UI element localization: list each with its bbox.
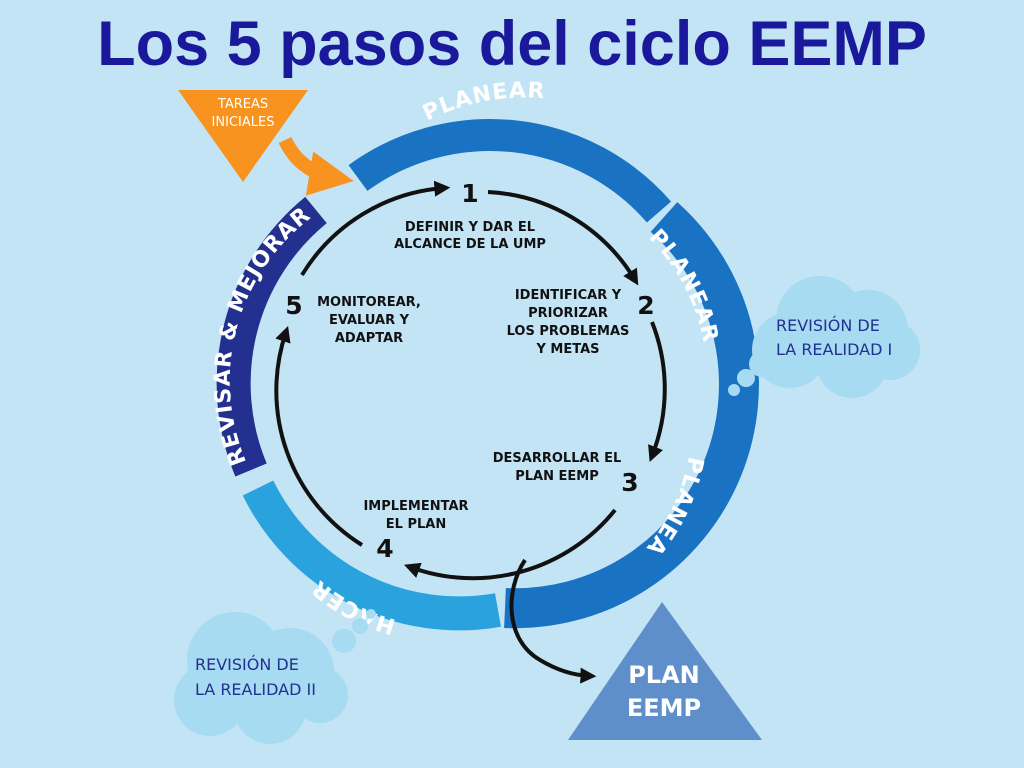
step-1-line1: DEFINIR Y DAR EL — [405, 220, 535, 235]
cloud-2-line1: REVISIÓN DE — [195, 655, 299, 674]
step-2-line1: IDENTIFICAR Y — [515, 288, 622, 303]
revisar-band — [216, 196, 327, 477]
step-2-line2: PRIORIZAR — [528, 306, 608, 321]
planear-band-right — [504, 202, 759, 629]
step-2-line4: Y METAS — [535, 342, 599, 357]
tareas-iniciales-triangle — [178, 90, 308, 182]
arrow-1-to-2 — [487, 190, 639, 286]
plan-line1: PLAN — [628, 661, 700, 689]
revision-realidad-2-cloud — [174, 609, 376, 744]
step-3-number: 3 — [621, 468, 638, 497]
planear-band-top — [348, 119, 672, 223]
plan-line2: EEMP — [627, 694, 701, 722]
tareas-line2: INICIALES — [212, 115, 275, 130]
step-5-line1: MONITOREAR, — [317, 295, 421, 310]
step-4-line1: IMPLEMENTAR — [363, 499, 468, 514]
arrow-to-plan — [509, 558, 597, 684]
step-2-number: 2 — [637, 291, 654, 320]
step-5-line3: ADAPTAR — [335, 331, 403, 346]
arrow-5-to-1 — [300, 180, 451, 277]
step-4-number: 4 — [376, 534, 393, 563]
step-2-line3: LOS PROBLEMAS — [507, 324, 630, 339]
cloud-2-line2: LA REALIDAD II — [195, 680, 316, 699]
arrow-4-to-5 — [274, 325, 364, 547]
step-5-line2: EVALUAR Y — [329, 313, 410, 328]
step-3-line2: PLAN EEMP — [515, 469, 599, 484]
step-4-line2: EL PLAN — [386, 517, 446, 532]
tareas-arrow — [278, 136, 354, 196]
step-1-line2: ALCANCE DE LA UMP — [394, 237, 546, 252]
planear-band-label-right2: PLANEAR — [0, 0, 707, 560]
hacer-band — [242, 480, 501, 631]
step-1-number: 1 — [461, 179, 478, 208]
step-3-line1: DESARROLLAR EL — [493, 451, 622, 466]
cloud-1-line2: LA REALIDAD I — [776, 340, 892, 359]
page-title: Los 5 pasos del ciclo EEMP — [97, 9, 927, 79]
arrow-3-to-4 — [403, 508, 617, 581]
revision-realidad-1-cloud — [728, 276, 920, 398]
cloud-1-line1: REVISIÓN DE — [776, 316, 880, 335]
tareas-line1: TAREAS — [217, 97, 268, 112]
arrow-2-to-3 — [648, 321, 667, 462]
plan-eemp-triangle — [568, 602, 762, 740]
step-5-number: 5 — [285, 291, 302, 320]
